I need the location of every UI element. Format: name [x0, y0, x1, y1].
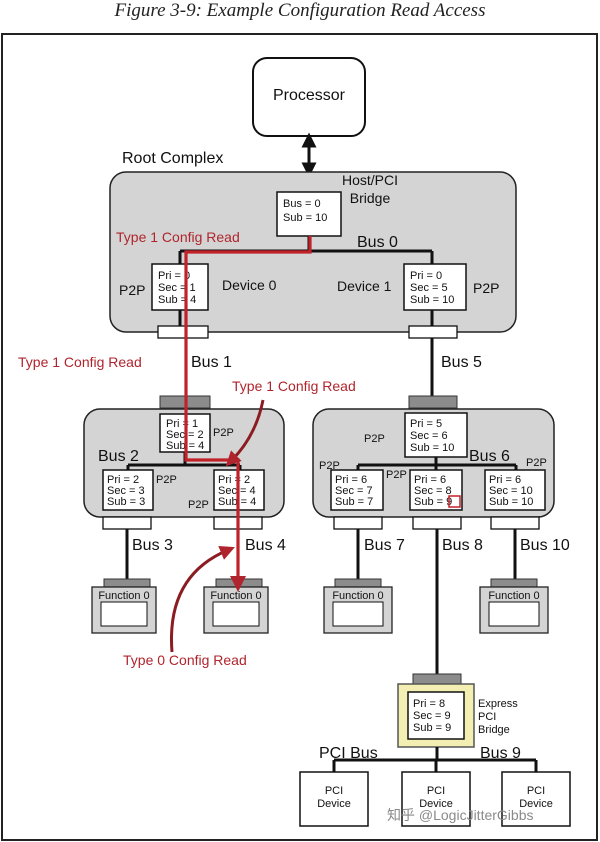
sub-value-highlight	[448, 495, 461, 508]
processor-label: Processor	[273, 87, 346, 104]
device-1-label: Device 1	[337, 278, 392, 294]
host-bridge-name-2: Bridge	[350, 190, 391, 206]
pci-bus-label: PCI Bus	[319, 745, 378, 762]
pci-device-1	[299, 771, 369, 827]
root-complex-label: Root Complex	[122, 150, 223, 167]
svg-text:Sec = 7: Sec = 7	[335, 485, 373, 497]
bus-4-label: Bus 4	[245, 537, 286, 554]
svg-text:Pri = 2: Pri = 2	[218, 474, 250, 486]
svg-text:PCI: PCI	[527, 785, 545, 797]
left-switch-down-a	[102, 469, 154, 511]
type1-label-root: Type 1 Config Read	[116, 229, 240, 245]
type0-label: Type 0 Config Read	[123, 652, 247, 668]
svg-text:Device: Device	[419, 798, 453, 810]
svg-text:Sub = 9: Sub = 9	[414, 496, 452, 508]
svg-text:Sec = 1: Sec = 1	[158, 282, 196, 294]
bus-0-label: Bus 0	[357, 234, 398, 251]
device-1-p2p: P2P	[473, 280, 499, 296]
svg-text:Pri = 6: Pri = 6	[489, 474, 521, 486]
right-switch-up-bridge	[404, 412, 468, 458]
svg-text:Function 0: Function 0	[210, 590, 261, 602]
bus-8-label: Bus 8	[442, 537, 483, 554]
svg-text:P2P: P2P	[386, 469, 407, 481]
svg-text:Bridge: Bridge	[478, 724, 510, 736]
bus-1-port	[157, 325, 209, 339]
svg-text:Pri = 0: Pri = 0	[410, 270, 442, 282]
svg-text:Sec = 3: Sec = 3	[107, 485, 145, 497]
right-switch-down-c	[484, 469, 546, 511]
svg-text:Device: Device	[317, 798, 351, 810]
svg-text:P2P: P2P	[319, 460, 340, 472]
svg-text:Function 0: Function 0	[98, 590, 149, 602]
bus-6-label: Bus 6	[469, 448, 510, 465]
svg-text:Sub = 3: Sub = 3	[107, 496, 145, 508]
svg-text:P2P: P2P	[364, 433, 385, 445]
right-switch-down-b	[409, 469, 463, 511]
type0-arrow	[169, 545, 235, 653]
svg-text:Sec = 6: Sec = 6	[410, 430, 448, 442]
bus-10-label: Bus 10	[520, 537, 570, 554]
type1-label-switch: Type 1 Config Read	[232, 378, 356, 394]
svg-text:Pri = 1: Pri = 1	[166, 418, 198, 430]
svg-text:Sub = 10: Sub = 10	[489, 496, 533, 508]
device-1-box	[403, 263, 467, 311]
device-0-box	[151, 263, 209, 311]
pci-device-3	[501, 771, 571, 827]
right-switch-down-a	[330, 469, 384, 511]
svg-text:Sub = 10: Sub = 10	[410, 442, 454, 454]
bus-3-label: Bus 3	[132, 537, 173, 554]
svg-text:Sec = 9: Sec = 9	[413, 710, 451, 722]
svg-text:Function 0: Function 0	[488, 590, 539, 602]
svg-text:P2P: P2P	[156, 474, 177, 486]
svg-text:P2P: P2P	[188, 499, 209, 511]
svg-text:Pri = 6: Pri = 6	[335, 474, 367, 486]
right-switch-port	[408, 395, 458, 409]
figure-frame	[1, 33, 598, 841]
svg-text:PCI: PCI	[427, 785, 445, 797]
pcie-topology-diagram: Processor Root Complex Bus = 0 Sub = 10 …	[1, 33, 598, 841]
svg-text:PCI: PCI	[478, 711, 496, 723]
svg-text:Sub = 9: Sub = 9	[413, 722, 451, 734]
host-bridge-bus: Bus = 0	[283, 198, 321, 210]
bus-1-label: Bus 1	[191, 354, 232, 371]
svg-text:Pri = 6: Pri = 6	[414, 474, 446, 486]
svg-text:Pri = 0: Pri = 0	[158, 270, 190, 282]
svg-text:P2P: P2P	[526, 457, 547, 469]
figure-title: Figure 3-9: Example Configuration Read A…	[114, 0, 486, 21]
watermark: 知乎 @LogicJitterGibbs	[387, 807, 533, 823]
pci-device-2	[401, 771, 471, 827]
svg-text:Function 0: Function 0	[332, 590, 383, 602]
svg-text:Pri = 2: Pri = 2	[107, 474, 139, 486]
svg-text:Sec = 8: Sec = 8	[414, 485, 452, 497]
type1-label-bus1: Type 1 Config Read	[18, 354, 142, 370]
bus-7-label: Bus 7	[364, 537, 405, 554]
host-bridge-sub: Sub = 10	[283, 212, 327, 224]
config-read-path	[184, 236, 312, 592]
svg-text:Sub = 4: Sub = 4	[158, 294, 196, 306]
bus-5-label: Bus 5	[441, 354, 482, 371]
svg-text:Sec = 5: Sec = 5	[410, 282, 448, 294]
bus-2-label: Bus 2	[98, 448, 139, 465]
svg-text:PCI: PCI	[325, 785, 343, 797]
svg-text:Pri = 8: Pri = 8	[413, 698, 445, 710]
svg-text:Pri = 5: Pri = 5	[410, 418, 442, 430]
svg-text:Sub = 10: Sub = 10	[410, 294, 454, 306]
svg-text:Sec = 10: Sec = 10	[489, 485, 533, 497]
bus-5-port	[408, 325, 458, 339]
svg-text:Device: Device	[519, 798, 553, 810]
host-bridge-name-1: Host/PCI	[342, 172, 398, 188]
bus-9-label: Bus 9	[480, 745, 521, 762]
type1-arrow	[225, 399, 265, 467]
svg-text:Express: Express	[478, 698, 518, 710]
svg-text:P2P: P2P	[213, 427, 234, 439]
device-0-label: Device 0	[222, 277, 277, 293]
device-0-p2p: P2P	[119, 282, 145, 298]
svg-text:Sub = 7: Sub = 7	[335, 496, 373, 508]
